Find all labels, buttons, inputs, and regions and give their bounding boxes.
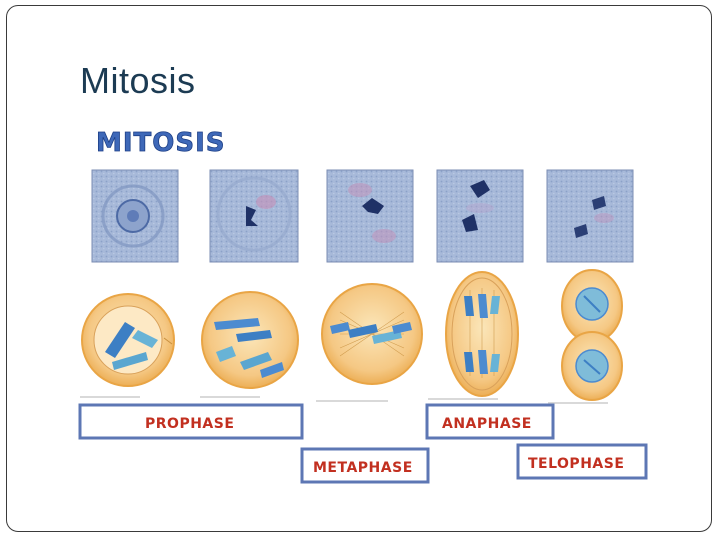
label-metaphase: METAPHASE — [313, 460, 413, 476]
phase-plate-telophase: TELOPHASE — [516, 443, 648, 480]
phase-plate-metaphase: METAPHASE — [300, 447, 430, 484]
cell-telophase — [561, 269, 623, 401]
cell-prometaphase — [201, 291, 299, 389]
label-anaphase: ANAPHASE — [442, 416, 532, 432]
cell-metaphase — [321, 283, 423, 385]
phase-plate-prophase: PROPHASE — [78, 403, 304, 440]
micrograph-anaphase — [436, 169, 524, 263]
micrograph-prometaphase — [209, 169, 299, 263]
phase-plate-anaphase: ANAPHASE — [425, 403, 555, 440]
micrograph-telophase — [546, 169, 634, 263]
label-telophase: TELOPHASE — [528, 456, 624, 472]
cell-prophase — [81, 293, 175, 387]
slide-title: Mitosis — [80, 60, 196, 101]
label-prophase: PROPHASE — [145, 416, 234, 432]
figure-credit-lines — [80, 396, 608, 404]
micrograph-prophase — [91, 169, 179, 263]
micrograph-metaphase — [326, 169, 414, 263]
figure-heading: MITOSIS — [96, 128, 226, 158]
cell-anaphase — [445, 271, 519, 397]
